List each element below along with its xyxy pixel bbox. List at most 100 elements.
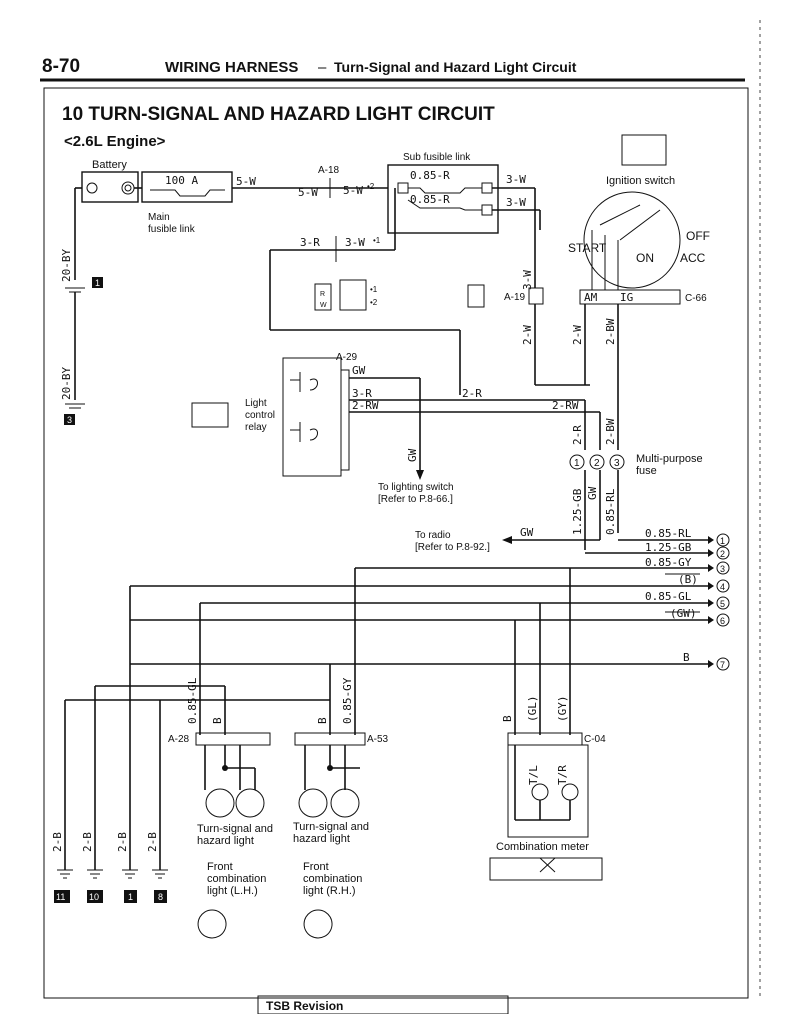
wire-b-meter: B (501, 715, 514, 722)
wire-085gy-vert: 0.85-GY (341, 677, 354, 724)
svg-text:(GW): (GW) (670, 607, 697, 620)
wire-3w-label-d: 3-W (521, 270, 534, 290)
sub-fusible-link (387, 164, 499, 234)
svg-text:8: 8 (158, 892, 163, 902)
note-2: •2 (370, 298, 378, 307)
ign-start: START (568, 241, 607, 255)
connector-a18: A-18 (318, 165, 340, 176)
wire-gw-fuse: GW (586, 486, 599, 500)
lamp-rh-connector-symbol (303, 909, 333, 939)
engine-label: <2.6L Engine> (64, 133, 166, 150)
comb-meter-label: Combination meter (496, 841, 589, 853)
svg-text:3: 3 (720, 564, 725, 574)
meter-connector-symbol (489, 857, 603, 881)
wire-b-lh: B (211, 717, 224, 724)
ground-marker-1 (92, 277, 103, 288)
sub-fuse-2-label: 0.85-R (410, 193, 450, 206)
wire-gl-meter: (GL) (526, 696, 539, 723)
fuse-1 (569, 454, 585, 470)
wire-2bw-label-a: 2-BW (604, 318, 617, 345)
ground-marker-8 (154, 890, 167, 903)
ground-marker-1b (124, 890, 137, 903)
svg-text:6: 6 (720, 616, 725, 626)
meter-tl: T/L (527, 765, 540, 785)
svg-text:4: 4 (720, 582, 725, 592)
svg-text:1: 1 (574, 458, 580, 469)
lamp-lh-connector (195, 732, 271, 746)
battery-label: Battery (92, 159, 127, 171)
relay-label-3: relay (245, 422, 267, 433)
note-1: •1 (370, 285, 378, 294)
to-lighting-1: To lighting switch (378, 482, 454, 493)
wire-3r-relay: 3-R (352, 387, 372, 400)
main-fusible-link (141, 171, 233, 203)
wire-5w-label-c: 5-W (343, 184, 363, 197)
svg-text:2-B: 2-B (116, 832, 129, 852)
lamp-rh-bulb-1 (298, 788, 328, 818)
ts-rh-1: Turn-signal and (293, 821, 369, 833)
ts-lh-2: hazard light (197, 835, 254, 847)
output-markers: 1 2 3 4 5 6 7 (708, 533, 730, 671)
relay-label-2: control (245, 410, 275, 421)
header-dash: – (318, 59, 327, 76)
combination-meter (507, 744, 589, 838)
meter-tr: T/R (556, 765, 569, 785)
sub-fusible-label: Sub fusible link (403, 152, 471, 163)
lamp-rh-bulb-2 (330, 788, 360, 818)
wire-gw-down: GW (406, 448, 419, 462)
ign-on: ON (636, 251, 654, 265)
svg-text:1: 1 (95, 278, 100, 288)
wire-2r-b: 2-R (571, 425, 584, 445)
ignition-terminal-block (579, 289, 681, 305)
connector-symbol-small (314, 283, 332, 311)
wire-085gl-vert: 0.85-GL (186, 677, 199, 724)
front-rh-2: combination (303, 873, 362, 885)
wire-20by-label-a: 20-BY (60, 249, 73, 282)
connector-a28: A-28 (168, 734, 190, 745)
lamp-lh-bulb-2 (235, 788, 265, 818)
wire-gy-meter: (GY) (556, 696, 569, 723)
main-fusible-rating: 100 A (165, 174, 198, 187)
svg-text:5: 5 (720, 599, 725, 609)
wire-085rl-vert: 0.85-RL (604, 488, 617, 535)
ign-acc: ACC (680, 251, 706, 265)
wire-gw-relay: GW (352, 364, 366, 377)
ignition-connector-symbol (621, 134, 667, 166)
svg-text:2-B: 2-B (51, 832, 64, 852)
svg-text:2-B: 2-B (81, 832, 94, 852)
connector-a53: A-53 (367, 734, 389, 745)
header-subsection: Turn-Signal and Hazard Light Circuit (334, 59, 577, 75)
svg-text:1: 1 (128, 892, 133, 902)
svg-text:R: R (320, 291, 325, 298)
svg-text:B: B (683, 651, 690, 664)
wire-gw-radio: GW (520, 526, 534, 539)
battery (81, 171, 139, 203)
relay-label-1: Light (245, 398, 267, 409)
note-star2: •2 (367, 182, 375, 191)
ign-ig: IG (620, 291, 633, 304)
header-section: WIRING HARNESS (165, 59, 298, 76)
svg-text:11: 11 (56, 892, 65, 902)
svg-text:0.85-GL: 0.85-GL (645, 590, 692, 603)
wire-3w-label-a: 3-W (506, 173, 526, 186)
svg-text:2: 2 (720, 549, 725, 559)
svg-text:3: 3 (67, 415, 72, 425)
wire-2w-label-b: 2-W (571, 325, 584, 345)
connector-a29: A-29 (336, 352, 358, 363)
ts-lh-1: Turn-signal and (197, 823, 273, 835)
battery-negative-terminal (86, 182, 98, 194)
fuse-3 (609, 454, 625, 470)
wire-3w-label-c: 3-W (345, 236, 365, 249)
front-rh-3: light (R.H.) (303, 885, 356, 897)
wire-2r-junction: 2-R (462, 387, 482, 400)
main-fusible-label-1: Main (148, 212, 170, 223)
wire-3r-label: 3-R (300, 236, 320, 249)
ign-am: AM (584, 291, 598, 304)
ignition-switch (583, 191, 681, 289)
page-number: 8-70 (42, 56, 80, 77)
front-lh-1: Front (207, 861, 233, 873)
light-control-relay (282, 357, 342, 477)
wire-5w-label-a: 5-W (236, 175, 256, 188)
to-lighting-2: [Refer to P.8-66.] (378, 494, 453, 505)
